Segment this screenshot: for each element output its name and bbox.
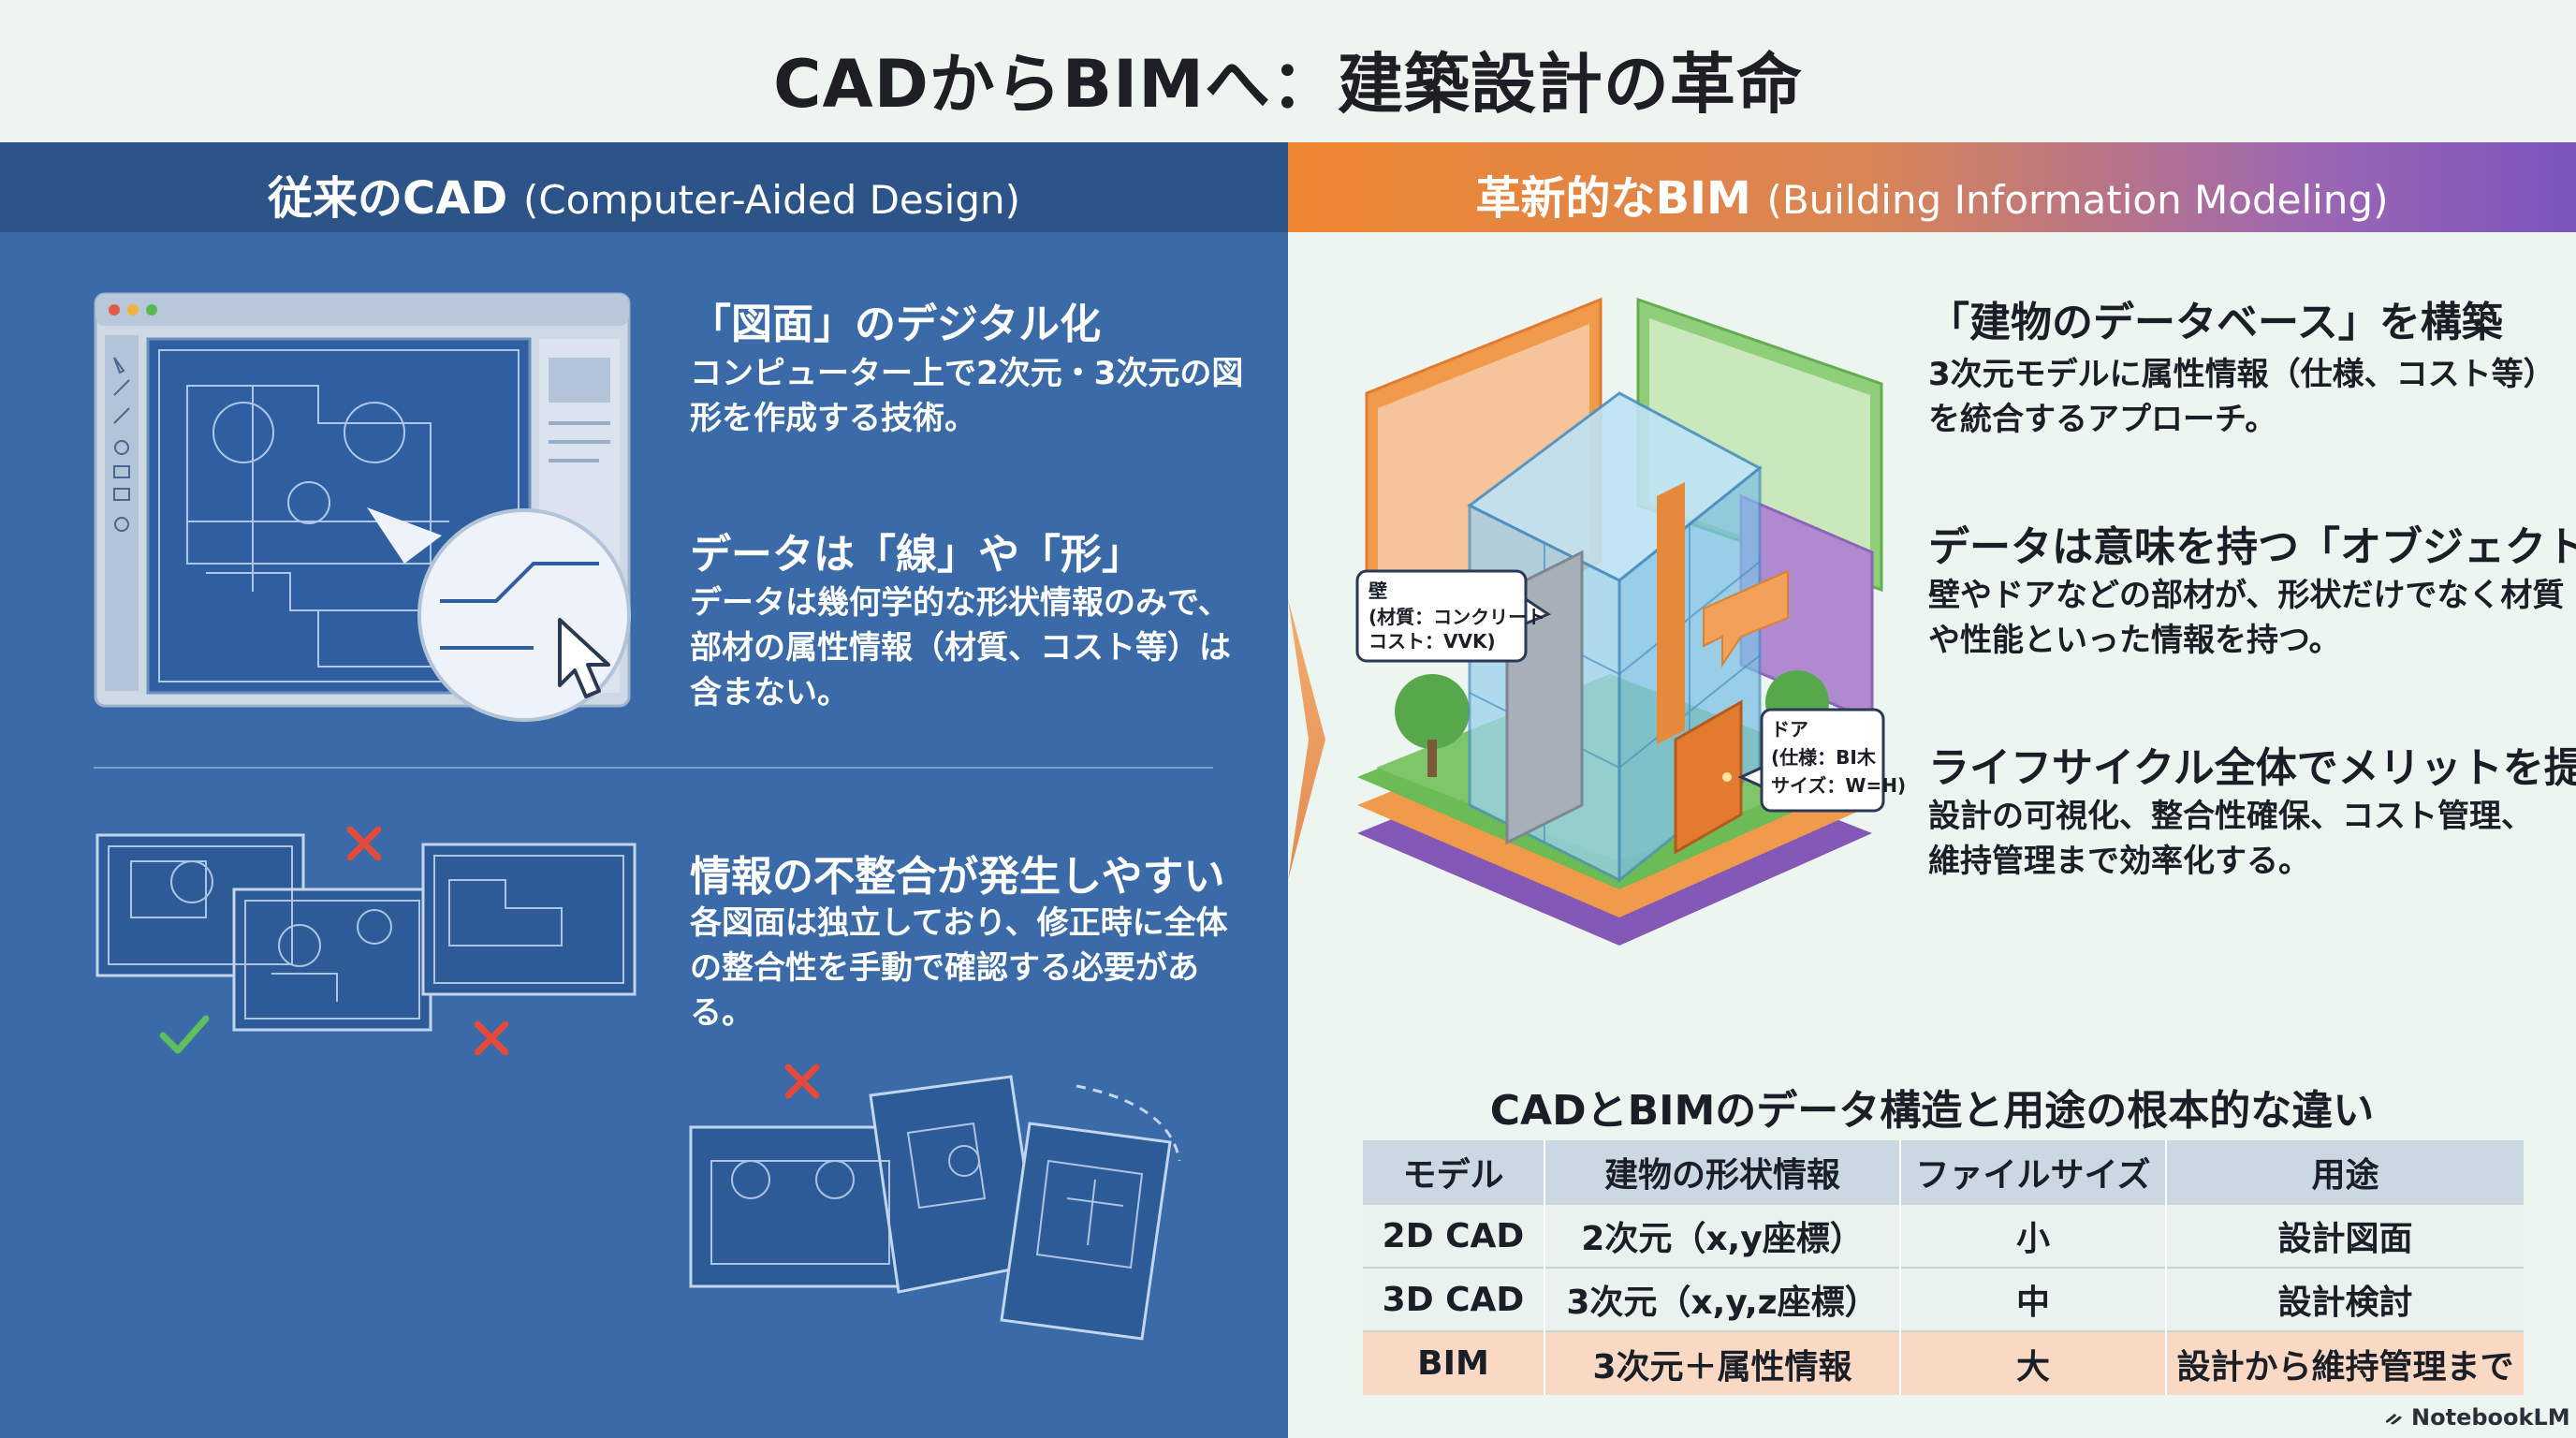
body-line: の整合性を手動で確認する必要があ: [690, 949, 1199, 987]
body-line: 形を作成する技術。: [690, 400, 976, 437]
wall-callout-line: コスト：VVK): [1368, 630, 1496, 653]
blueprint-pages-illustration: [689, 1064, 1181, 1341]
wall-callout-line: (材質：コンクリート: [1368, 606, 1545, 628]
left-section-1-title: 「図面」のデジタル化: [690, 301, 1102, 348]
check-icon: [159, 1015, 210, 1054]
body-line: を統合するアプローチ。: [1928, 401, 2277, 438]
table-cell: 設計から維持管理まで: [2165, 1331, 2524, 1395]
table-header-row: モデル 建物の形状情報 ファイルサイズ 用途: [1363, 1140, 2524, 1204]
table-cell: 小: [1899, 1204, 2166, 1268]
right-header: [1288, 142, 2576, 232]
error-x-icon: [346, 826, 382, 861]
door-callout-title: ドア: [1771, 718, 1808, 741]
table-cell: BIM: [1417, 1344, 1489, 1383]
page-title: CADからBIMへ：建築設計の革命: [773, 46, 1803, 123]
wall-callout-title: 壁: [1368, 580, 1387, 602]
error-x-icon: [784, 1064, 820, 1099]
body-line: データは幾何学的な形状情報のみで、: [690, 584, 1230, 622]
table-cell: 2次元（x,y座標）: [1544, 1204, 1900, 1268]
body-line: 部材の属性情報（材質、コスト等）は: [690, 629, 1231, 667]
bim-building-illustration: 壁 (材質：コンクリート コスト：VVK) ドア (仕様：BI木 サイズ：W=H…: [1355, 297, 1906, 946]
body-line: 壁やドアなどの部材が、形状だけでなく材質: [1928, 577, 2565, 614]
table-row-highlighted: BIM 3次元＋属性情報 大 設計から維持管理まで: [1363, 1331, 2524, 1395]
right-header-title: 革新的なBIM (Building Information Modeling): [1288, 161, 2576, 227]
table-header-cell: 用途: [2165, 1140, 2524, 1204]
table-cell: 中: [1899, 1268, 2166, 1331]
notebooklm-icon: ᨀ: [2385, 1404, 2412, 1431]
right-section-2-title: データは意味を持つ「オブジェクト」: [1928, 523, 2576, 571]
door-callout-line: サイズ：W=H): [1771, 774, 1906, 797]
error-x-icon: [474, 1020, 509, 1056]
title-band: [0, 0, 2576, 142]
door-callout-line: (仕様：BI木: [1771, 746, 1877, 769]
body-line: 含まない。: [690, 674, 849, 712]
table-row: 3D CAD 3次元（x,y,z座標） 中 設計検討: [1363, 1268, 2524, 1331]
table-title: CADとBIMのデータ構造と用途の根本的な違い: [1489, 1087, 2375, 1135]
body-line: コンピューター上で2次元・3次元の図: [690, 355, 1244, 392]
table-cell: 設計検討: [2165, 1268, 2524, 1331]
body-line: 3次元モデルに属性情報（仕様、コスト等）: [1928, 356, 2555, 393]
left-section-2-title: データは「線」や「形」: [690, 531, 1143, 579]
right-section-3-body: 設計の可視化、整合性確保、コスト管理、 維持管理まで効率化する。: [1928, 794, 2565, 884]
body-line: 維持管理まで効率化する。: [1928, 843, 2310, 880]
table-cell: 3次元＋属性情報: [1544, 1331, 1900, 1395]
table-row: 2D CAD 2次元（x,y座標） 小 設計図面: [1363, 1204, 2524, 1268]
right-header-main: 革新的なBIM: [1475, 172, 1767, 225]
table-header-cell: 建物の形状情報: [1544, 1140, 1900, 1204]
table-cell: 3次元（x,y,z座標）: [1544, 1268, 1900, 1331]
left-header-sub: (Computer-Aided Design): [522, 177, 1020, 223]
table-cell: 大: [1899, 1331, 2166, 1395]
scattered-blueprints-illustration: [95, 826, 637, 1056]
right-section-1-title: 「建物のデータベース」を構築: [1928, 299, 2503, 346]
table-header-cell: ファイルサイズ: [1899, 1140, 2166, 1204]
left-section-2-body: データは幾何学的な形状情報のみで、 部材の属性情報（材質、コスト等）は 含まない…: [690, 580, 1270, 715]
table-cell: 設計図面: [2165, 1204, 2524, 1268]
left-section-3-body: 各図面は独立しており、修正時に全体 の整合性を手動で確認する必要があ る。: [690, 901, 1270, 1035]
body-line: 設計の可視化、整合性確保、コスト管理、: [1928, 798, 2533, 835]
transition-arrow-icon: [1288, 599, 1325, 880]
right-section-2-body: 壁やドアなどの部材が、形状だけでなく材質 や性能といった情報を持つ。: [1928, 573, 2565, 663]
notebooklm-label: NotebookLM: [2411, 1404, 2570, 1431]
table-cell: 3D CAD: [1382, 1280, 1525, 1319]
right-section-1-body: 3次元モデルに属性情報（仕様、コスト等） を統合するアプローチ。: [1928, 352, 2565, 442]
right-section-3-title: ライフサイクル全体でメリットを提供: [1928, 744, 2576, 792]
comparison-table: モデル 建物の形状情報 ファイルサイズ 用途 2D CAD 2次元（x,y座標）…: [1363, 1140, 2524, 1395]
notebooklm-badge: ᨀ NotebookLM: [2385, 1404, 2570, 1432]
left-divider: [94, 767, 1213, 769]
left-section-1-body: コンピューター上で2次元・3次元の図 形を作成する技術。: [690, 351, 1251, 441]
body-line: 各図面は独立しており、修正時に全体: [690, 904, 1228, 942]
left-section-3-title: 情報の不整合が発生しやすい: [690, 853, 1225, 901]
table-header-cell: モデル: [1402, 1155, 1504, 1195]
body-line: や性能といった情報を持つ。: [1928, 622, 2341, 659]
right-header-sub: (Building Information Modeling): [1766, 177, 2389, 223]
left-header-main: 従来のCAD: [268, 172, 523, 225]
left-header-title: 従来のCAD (Computer-Aided Design): [0, 161, 1288, 227]
left-header: [0, 142, 1288, 232]
table-cell: 2D CAD: [1382, 1216, 1525, 1255]
cad-window-illustration: [94, 292, 631, 722]
body-line: る。: [690, 994, 754, 1032]
